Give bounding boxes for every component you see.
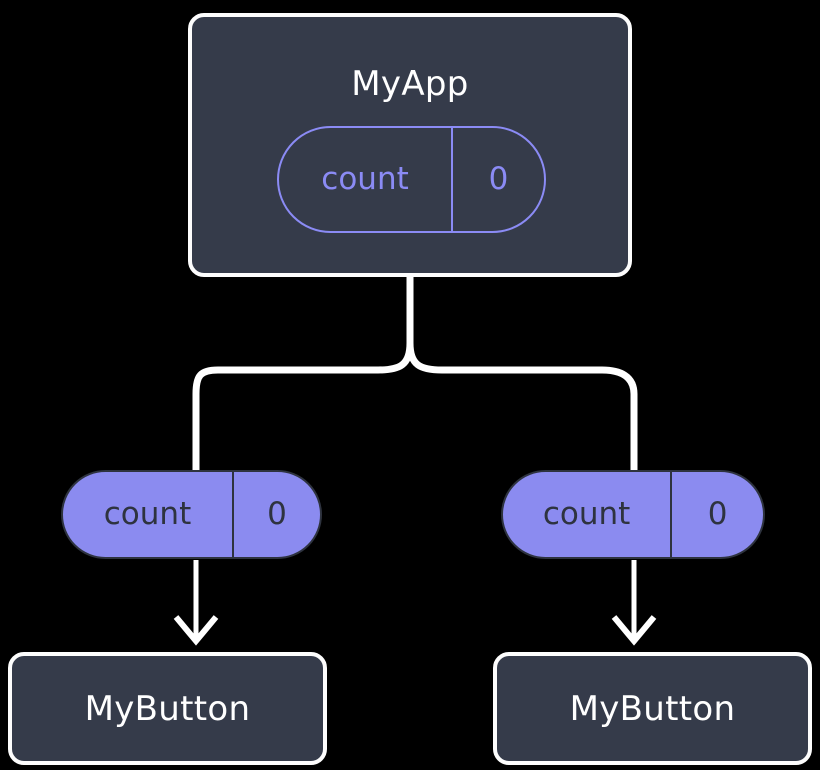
prop-pill-value: 0 <box>670 472 763 557</box>
component-node-mybutton-left[interactable]: MyButton <box>8 652 327 765</box>
component-node-myapp[interactable]: MyApp <box>188 13 632 277</box>
state-pill-myapp-count[interactable]: count 0 <box>277 126 546 233</box>
prop-pill-value: 0 <box>232 472 320 557</box>
edge-split-right <box>406 342 602 374</box>
edge-drop-left <box>192 366 219 478</box>
component-title-mybutton-right: MyButton <box>569 688 736 729</box>
edge-drop-right <box>601 366 638 478</box>
prop-pill-left-count[interactable]: count 0 <box>61 470 322 559</box>
component-title-myapp: MyApp <box>351 64 469 104</box>
state-pill-name: count <box>321 161 409 197</box>
prop-pill-name: count <box>542 496 631 532</box>
component-title-mybutton-left: MyButton <box>84 688 251 729</box>
component-node-mybutton-right[interactable]: MyButton <box>493 652 812 765</box>
prop-pill-right-count[interactable]: count 0 <box>501 470 765 559</box>
prop-pill-name: count <box>103 496 192 532</box>
arrow-head-right-icon <box>611 615 657 646</box>
arrow-head-left-icon <box>173 615 219 646</box>
edge-split-left <box>218 342 414 374</box>
state-pill-value: 0 <box>451 128 544 231</box>
